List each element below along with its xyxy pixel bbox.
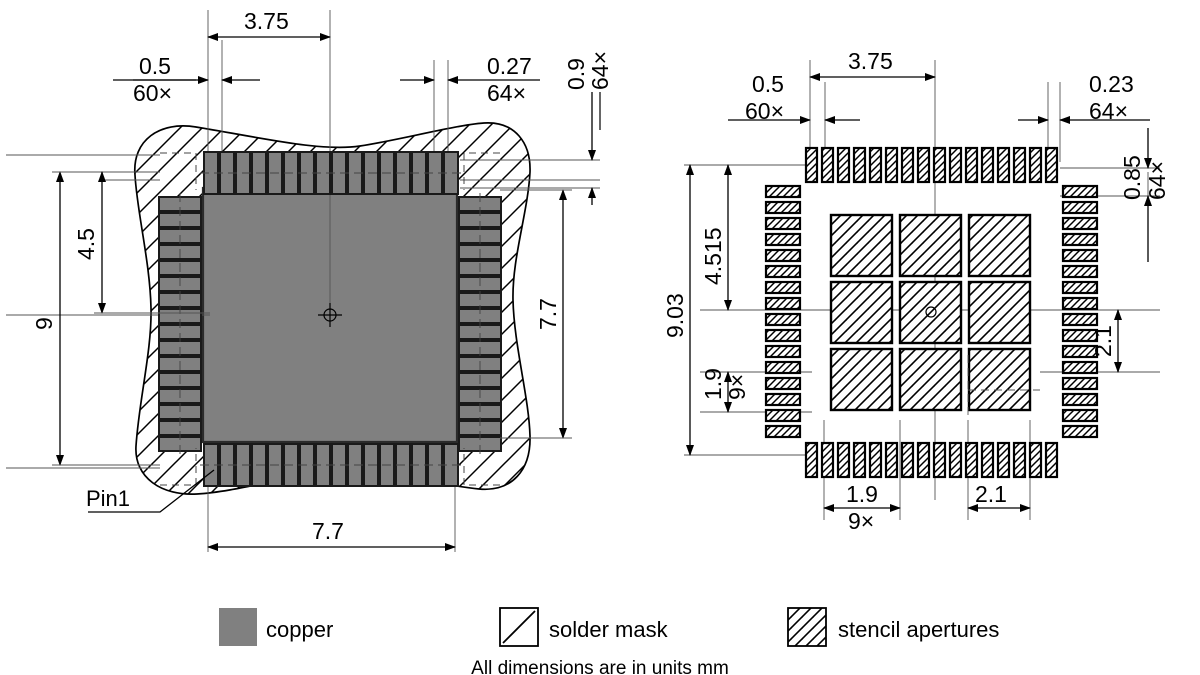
dim-4p515: 4.515 — [700, 164, 732, 311]
right-left-pad-column — [764, 184, 802, 439]
legend-group: copper solder mask stencil apertures All… — [219, 607, 999, 675]
dim-0p85-label: 0.85 — [1119, 155, 1145, 200]
dim-0p27-count: 64× — [487, 80, 526, 106]
right-right-pad-column — [1061, 184, 1099, 439]
stencil-center-grid — [829, 213, 1032, 412]
dim-1p9-left-label: 1.9 — [700, 368, 726, 400]
dim-2p1-right: 2.1 — [1090, 309, 1122, 373]
right-top-pad-row — [804, 146, 1059, 184]
legend-label-copper: copper — [266, 617, 333, 642]
right-bottom-pad-row — [804, 441, 1059, 479]
dim-4p5-label: 4.5 — [73, 228, 99, 260]
stencil-aperture-swatch — [787, 607, 827, 647]
dim-0p85: 0.85 64× — [1119, 128, 1170, 262]
dim-0p27-label: 0.27 — [487, 53, 532, 79]
copper-swatch — [219, 608, 257, 646]
dim-0p5-right-count: 60× — [745, 98, 784, 124]
dim-1p9-left: 1.9 9× — [700, 368, 750, 413]
right-center-mark — [925, 306, 937, 318]
dim-1p9-bottom-count: 9× — [848, 508, 874, 534]
pin1-callout: Pin1 — [86, 469, 215, 513]
dim-0p9-label: 0.9 — [563, 58, 589, 90]
dim-0p23: 0.23 64× — [1018, 71, 1150, 124]
right-view-group: 3.75 0.5 60× 0.23 64× 0.85 64× 2.1 9.03 … — [662, 48, 1170, 534]
dim-2p1-right-label: 2.1 — [1090, 325, 1116, 357]
dim-0p23-count: 64× — [1089, 98, 1128, 124]
dim-3p75-right: 3.75 — [809, 48, 936, 81]
legend-label-stencil: stencil apertures — [838, 617, 999, 642]
dim-3p75-left: 3.75 — [207, 8, 331, 41]
dim-2p1-bottom-label: 2.1 — [975, 481, 1007, 507]
dim-0p5-left-label: 0.5 — [139, 53, 171, 79]
pin1-label: Pin1 — [86, 486, 130, 511]
left-center-mark — [318, 303, 342, 327]
dim-1p9-bottom: 1.9 9× — [823, 481, 901, 534]
dim-9p03: 9.03 — [662, 164, 694, 456]
dim-0p5-left: 0.5 60× — [113, 53, 260, 106]
solder-mask-swatch-hatch — [502, 610, 536, 644]
dim-0p9-count: 64× — [587, 51, 613, 90]
dim-4p5: 4.5 — [73, 171, 210, 314]
left-view-group: 3.75 0.5 60× 0.27 64× 0.9 64× 9 4.5 — [6, 8, 613, 552]
dim-0p9: 0.9 64× — [563, 51, 613, 205]
dim-9-left-label: 9 — [31, 317, 57, 330]
dim-0p85-count: 64× — [1144, 161, 1170, 200]
dim-3p75-left-label: 3.75 — [244, 8, 289, 34]
dim-4p515-label: 4.515 — [700, 227, 726, 285]
dim-7p7-right: 7.7 — [500, 189, 572, 439]
dim-7p7-bottom-label: 7.7 — [312, 518, 344, 544]
dim-7p7-right-label: 7.7 — [535, 298, 561, 330]
dim-0p23-label: 0.23 — [1089, 71, 1134, 97]
left-top-pad-row — [200, 151, 462, 195]
dim-0p5-right: 0.5 60× — [728, 71, 860, 124]
left-bottom-pad-row — [200, 443, 462, 487]
dim-7p7-bottom: 7.7 — [207, 518, 456, 551]
dim-9p03-label: 9.03 — [662, 293, 688, 338]
legend-label-solder-mask: solder mask — [549, 617, 669, 642]
dim-9-left: 9 — [31, 171, 160, 466]
dim-1p9-left-count: 9× — [724, 374, 750, 400]
dimension-units-note: All dimensions are in units mm — [471, 658, 729, 675]
corner-keepout-marks — [160, 152, 500, 486]
dim-0p5-right-label: 0.5 — [752, 71, 784, 97]
left-right-pad-column — [458, 193, 502, 455]
dim-1p9-bottom-label: 1.9 — [846, 481, 878, 507]
dim-3p75-right-label: 3.75 — [848, 48, 893, 74]
dim-2p1-bottom: 2.1 — [967, 481, 1031, 512]
left-left-pad-column — [158, 193, 202, 455]
extension-lines — [6, 10, 600, 552]
dim-0p27: 0.27 64× — [400, 53, 540, 106]
dim-0p5-left-count: 60× — [133, 80, 172, 106]
